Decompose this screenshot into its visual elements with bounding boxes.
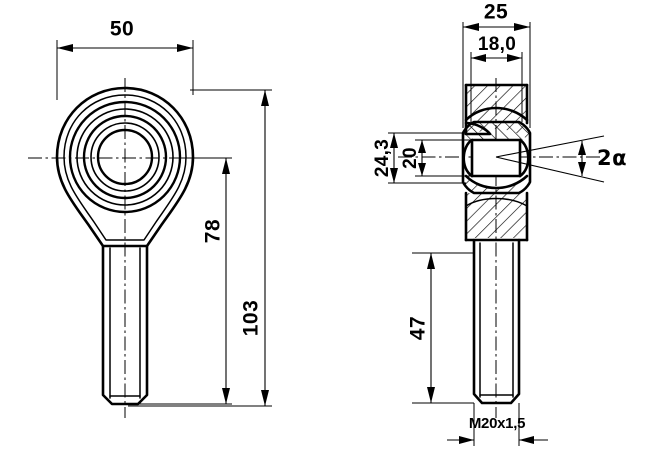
dim-height-47: 47 (407, 252, 474, 404)
dim-47-arrow-bottom (427, 387, 435, 403)
shank-outline (101, 244, 149, 406)
upper-housing-sides (464, 83, 529, 125)
lower-collar-hatch (466, 193, 527, 238)
housing-shoulder-hatch (464, 123, 529, 140)
bearing-ring-outer (68, 100, 182, 214)
right-shank-section (472, 238, 521, 405)
dim-50-arrow-right (177, 44, 193, 52)
dim-width-18: 18,0 (470, 34, 523, 122)
dim-78-label: 78 (202, 219, 225, 243)
dim-thread-arrow-right (519, 436, 534, 444)
dim-243-arrow-bottom (390, 168, 398, 183)
dim-25-arrow-left (463, 23, 479, 31)
lower-collar-arc (465, 197, 528, 207)
dim-20-label: 20 (400, 147, 421, 169)
upper-housing-hatch (466, 85, 527, 123)
left-view-group (28, 78, 232, 418)
right-shank-outline (472, 238, 521, 405)
dim-height-20: 20 (400, 139, 472, 177)
housing-body-section (461, 120, 532, 195)
upper-housing-section (464, 83, 529, 125)
dim-20-arrow-bottom (418, 163, 426, 176)
angle-callout-2alpha: 2α (495, 135, 627, 183)
bearing-ring-2 (76, 108, 174, 206)
head-inner-contour (63, 94, 187, 241)
dim-height-78: 78 (128, 157, 232, 405)
dim-78-arrow-bottom (222, 388, 230, 404)
spherical-housing-outline (461, 120, 532, 195)
bearing-ring-3 (82, 114, 168, 200)
dim-50-label: 50 (110, 18, 134, 41)
lower-race-arc (464, 174, 529, 190)
angle-leader-upper (495, 135, 605, 158)
dim-25-arrow-right (514, 23, 530, 31)
dim-103-arrow-top (261, 90, 269, 106)
ball-right-arc (518, 138, 530, 178)
ball-left-arc (462, 138, 474, 178)
dim-width-50: 50 (56, 18, 194, 100)
angle-leader-lower (495, 156, 605, 183)
angle-2alpha-label: 2α (597, 146, 627, 170)
dim-20-arrow-top (418, 140, 426, 153)
lower-collar-section (464, 191, 529, 242)
dim-18-arrow-left (471, 54, 486, 62)
bearing-ring-4 (90, 122, 160, 192)
angle-arrow-bottom (578, 162, 586, 176)
dim-47-arrow-top (427, 253, 435, 269)
dim-height-24-3: 24,3 (372, 132, 466, 184)
lower-collar-sides (464, 191, 529, 242)
dim-78-arrow-top (222, 158, 230, 174)
dim-thread-arrow-left (459, 436, 474, 444)
dim-243-arrow-top (390, 133, 398, 148)
housing-lower-seat-hatch (464, 176, 529, 193)
bearing-bore (96, 128, 154, 186)
dim-103-arrow-bottom (261, 390, 269, 406)
dim-243-label: 24,3 (372, 139, 393, 177)
dim-103-label: 103 (240, 300, 263, 337)
dim-thread-m20: M20x1,5 (447, 403, 548, 446)
dim-25-label: 25 (484, 1, 508, 24)
dim-thread-label: M20x1,5 (469, 415, 525, 432)
head-outer-contour (55, 86, 195, 248)
angle-arrow-top (578, 141, 586, 155)
dim-width-25: 25 (462, 1, 531, 128)
dim-50-arrow-left (57, 44, 73, 52)
dim-18-label: 18,0 (478, 34, 516, 55)
dim-18-arrow-right (507, 54, 522, 62)
right-view-group: 2α (398, 78, 627, 418)
dim-height-103: 103 (128, 89, 272, 407)
ball-clear-zone (472, 140, 520, 176)
dim-47-label: 47 (407, 316, 430, 340)
